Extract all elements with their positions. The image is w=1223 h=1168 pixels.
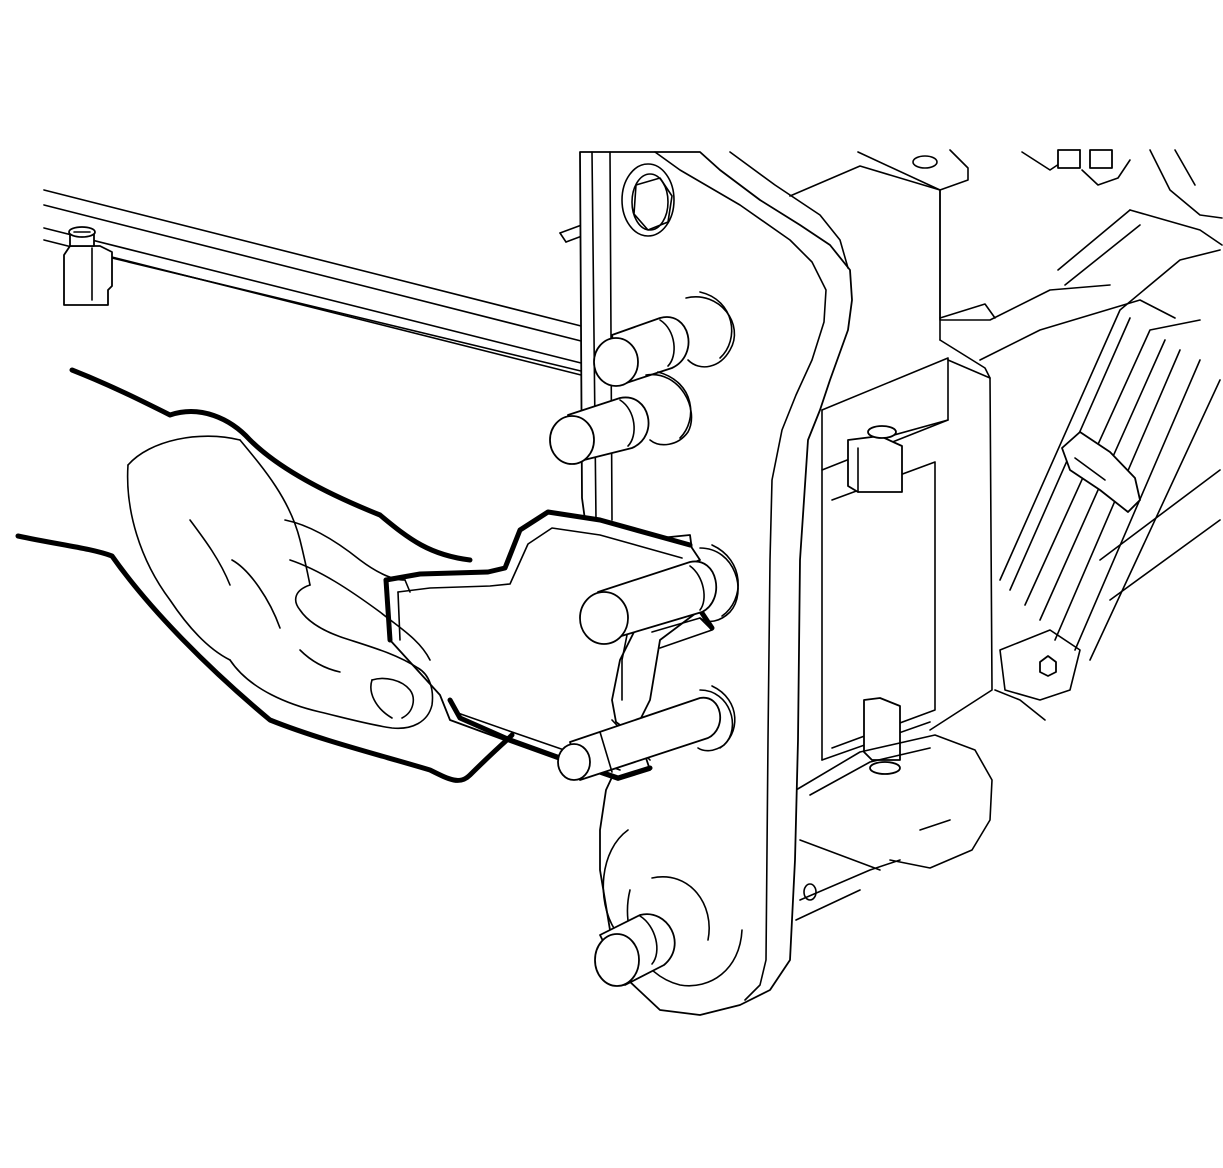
heater-core-cover-plate [383, 509, 715, 781]
mounting-bolt [63, 226, 113, 306]
heater-pipe-upper-2 [549, 371, 693, 465]
cross-brace-bar [43, 189, 586, 377]
lower-mounting-flange [795, 734, 993, 921]
lower-outlet-pipe [594, 829, 743, 987]
hvac-module-housing [789, 149, 1223, 775]
heater-pipe-lower-2 [557, 685, 736, 781]
heater-pipe-upper-1 [593, 291, 736, 387]
technician-hand [15, 367, 515, 783]
heater-pipe-lower-1 [579, 544, 739, 645]
